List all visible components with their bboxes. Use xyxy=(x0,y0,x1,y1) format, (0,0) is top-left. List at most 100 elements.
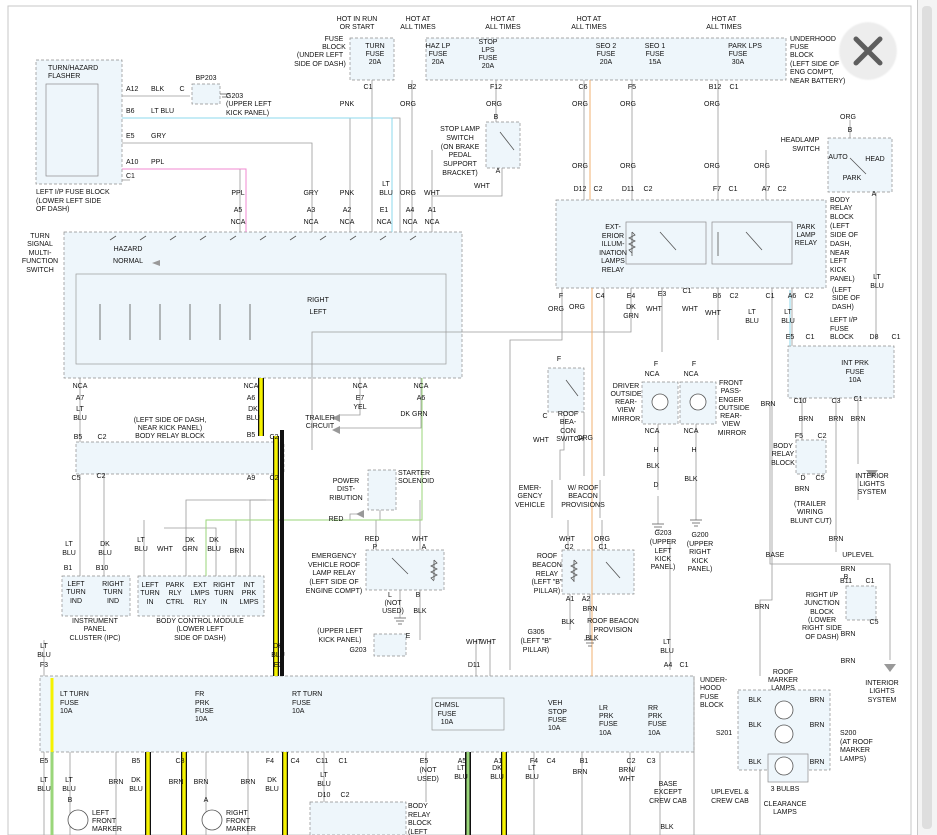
diagram-label: ORG xyxy=(400,101,416,108)
diagram-label: B xyxy=(68,797,73,804)
diagram-label: B5 xyxy=(132,758,141,765)
diagram-label: BLU xyxy=(271,652,285,659)
diagram-label: EMER- xyxy=(519,485,542,492)
diagram-label: C4 xyxy=(596,293,605,300)
diagram-label: LT xyxy=(528,765,536,772)
diagram-label: BRN xyxy=(169,779,184,786)
diagram-label: GRY xyxy=(303,190,318,197)
diagram-label: AUTO xyxy=(828,154,848,161)
diagram-label: NCA xyxy=(304,219,319,226)
diagram-label: FR xyxy=(195,691,204,698)
diagram-label: (LOWER LEFT xyxy=(176,626,224,633)
diagram-label: LAMPS) xyxy=(840,756,866,763)
diagram-label: LIGHTS xyxy=(859,481,885,488)
diagram-label: CREW CAB xyxy=(711,798,749,805)
diagram-label: D xyxy=(653,482,658,489)
diagram-label: CIRCUIT xyxy=(306,423,335,430)
diagram-label: IND xyxy=(107,598,119,605)
diagram-label: ENG COMPT, xyxy=(790,69,834,76)
scrollbar-thumb[interactable] xyxy=(922,6,932,829)
diagram-label: A6 xyxy=(788,293,797,300)
diagram-label: A2 xyxy=(582,596,591,603)
diagram-label: 10A xyxy=(441,719,454,726)
diagram-label: C2 xyxy=(644,186,653,193)
lamp-symbols xyxy=(67,393,794,831)
diagram-label: PROVISIONS xyxy=(561,502,605,509)
diagram-label: SUPPORT xyxy=(443,161,477,168)
diagram-label: A1 xyxy=(428,207,437,214)
diagram-label: G203 xyxy=(654,530,671,537)
diagram-label: USED) xyxy=(417,776,439,783)
diagram-label: BLK xyxy=(151,86,165,93)
diagram-label: DK GRN xyxy=(400,411,427,418)
diagram-label: REAR- xyxy=(720,413,742,420)
diagram-label: SWITCH xyxy=(446,135,474,142)
diagram-label: B1 xyxy=(580,758,589,765)
diagram-label: G305 xyxy=(527,629,544,636)
diagram-label: SYSTEM xyxy=(868,697,897,704)
diagram-label: CTRL xyxy=(166,599,184,606)
diagram-label: DASH) xyxy=(832,304,854,311)
diagram-label: C2 xyxy=(805,293,814,300)
diagram-label: A10 xyxy=(126,159,139,166)
diagram-label: HOT AT xyxy=(491,16,516,23)
diagram-label: SIDE OF xyxy=(832,295,860,302)
diagram-label: ORG xyxy=(572,163,588,170)
diagram-label: D11 xyxy=(468,662,480,669)
diagram-label: RIGHT xyxy=(689,549,712,556)
diagram-label: DK xyxy=(209,537,219,544)
ext-illum-relay xyxy=(625,221,707,265)
diagram-label: (UPPER xyxy=(687,541,713,548)
diagram-label: BLU xyxy=(37,652,51,659)
diagram-label: CLEARANCE xyxy=(764,801,807,808)
diagram-label: LPS xyxy=(481,47,495,54)
diagram-label: PRK xyxy=(599,713,614,720)
close-button[interactable] xyxy=(840,23,896,79)
roof-beacon-switch xyxy=(547,367,585,413)
diagram-label: (LEFT xyxy=(830,223,850,230)
diagram-label: REAR- xyxy=(615,399,637,406)
diagram-label: 20A xyxy=(369,59,382,66)
diagram-label: PARK xyxy=(166,582,185,589)
diagram-label: 10A xyxy=(195,716,208,723)
ground-symbols xyxy=(220,93,702,647)
diagram-label: LT xyxy=(65,541,73,548)
instrument-panel-cluster xyxy=(61,575,131,617)
diagram-label: F3 xyxy=(40,662,48,669)
diagram-label: E5 xyxy=(40,758,49,765)
diagram-label: BLU xyxy=(525,774,539,781)
diagram-label: A7 xyxy=(76,395,85,402)
diagram-label: ROOF xyxy=(558,411,578,418)
diagram-label: IND xyxy=(70,598,82,605)
diagram-label: BLU xyxy=(317,781,331,788)
diagram-label: WHT xyxy=(533,437,550,444)
diagram-label: BLU xyxy=(37,786,51,793)
diagram-label: LT xyxy=(76,406,84,413)
diagram-label: KICK PANEL) xyxy=(318,637,361,644)
diagram-label: BRN xyxy=(573,769,588,776)
sheet-frame xyxy=(7,5,912,835)
diagram-label: B1 xyxy=(64,565,73,572)
diagram-label: ORG xyxy=(594,536,610,543)
diagram-label: FUSE xyxy=(429,51,448,58)
diagram-label: BLU xyxy=(98,550,112,557)
diagram-label: INTERIOR xyxy=(865,680,898,687)
diagram-label: OF DASH) xyxy=(36,206,69,213)
diagram-label: C1 xyxy=(854,396,863,403)
close-x-icon xyxy=(853,36,883,66)
left-ip-fuse-block-right xyxy=(787,345,895,399)
diagram-label: LAMP xyxy=(796,232,815,239)
diagram-label: RLY xyxy=(168,590,181,597)
diagram-label: E5 xyxy=(420,758,429,765)
diagram-label: DK xyxy=(185,537,195,544)
diagram-label: C3 xyxy=(647,758,656,765)
diagram-label: TURN xyxy=(365,43,384,50)
underhood-fuse-block-top xyxy=(425,37,787,81)
diagram-label: BEACON xyxy=(532,562,562,569)
diagram-label: EMERGENCY xyxy=(311,553,356,560)
diagram-label: C10 xyxy=(794,398,807,405)
diagram-label: SWITCH xyxy=(792,146,820,153)
diagram-label: ORG xyxy=(572,101,588,108)
diagram-label: PPL xyxy=(231,190,244,197)
